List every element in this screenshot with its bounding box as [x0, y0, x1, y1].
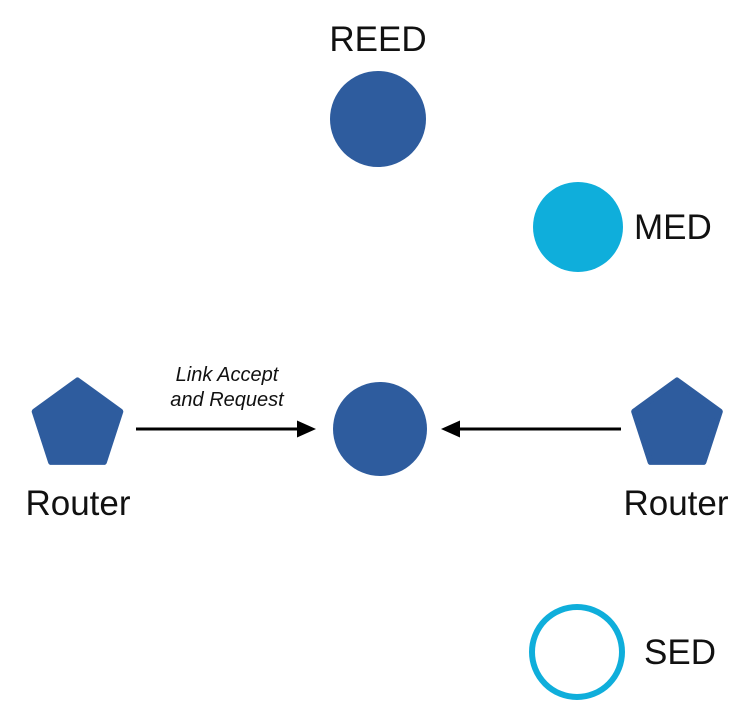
- router-right-pentagon: [631, 377, 723, 465]
- sed-node-circle: [529, 604, 625, 700]
- left-arrow-label-line2: and Request: [170, 389, 284, 411]
- reed-node-circle: [330, 71, 426, 167]
- right-arrow-head: [441, 420, 460, 438]
- router-left-pentagon: [31, 377, 124, 465]
- left-arrow-head: [297, 420, 316, 438]
- med-node-label: MED: [634, 208, 712, 247]
- center-node-circle: [333, 382, 427, 476]
- reed-node-label: REED: [329, 20, 427, 59]
- left-arrow-label: Link Accept and Request: [170, 363, 283, 413]
- med-node-circle: [533, 182, 623, 272]
- router-right-label: Router: [623, 484, 729, 523]
- router-left-label: Router: [25, 484, 131, 523]
- left-arrow-label-line1: Link Accept: [175, 364, 279, 386]
- sed-node-label: SED: [644, 633, 716, 672]
